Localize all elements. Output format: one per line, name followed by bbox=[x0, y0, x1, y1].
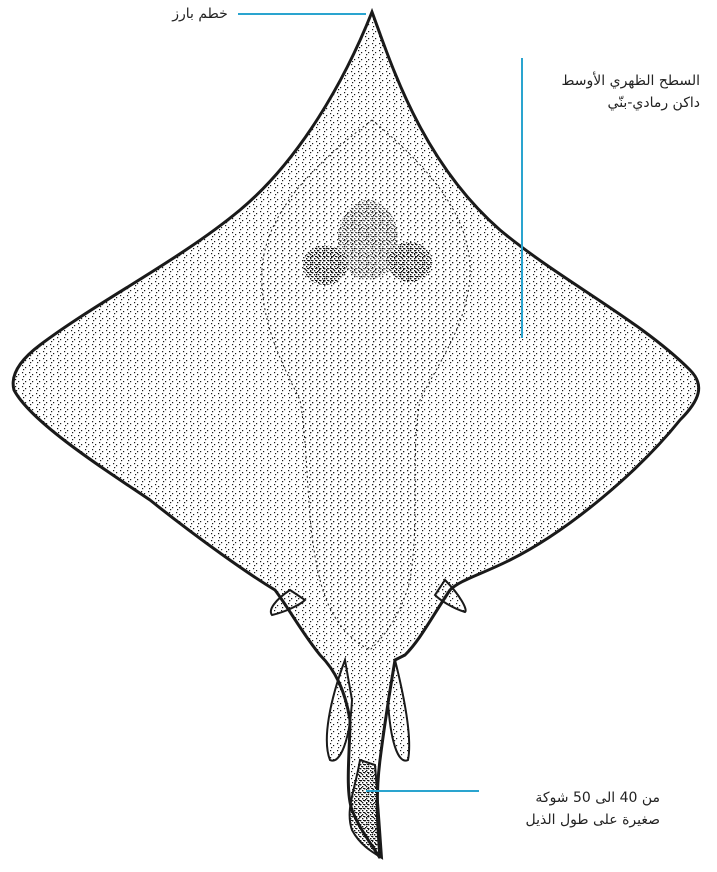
spines-label-line-2: صغيرة على طول الذيل bbox=[470, 809, 660, 831]
spines-label-line-1: من 40 الى 50 شوكة bbox=[470, 787, 660, 809]
center-head-marking bbox=[338, 200, 398, 280]
dorsal-label-line-1: السطح الظهري الأوسط bbox=[530, 70, 700, 92]
snout-leader-line bbox=[238, 13, 366, 15]
snout-label: خطم بارز bbox=[164, 3, 236, 25]
tail-spines-label: من 40 الى 50 شوكة صغيرة على طول الذيل bbox=[470, 787, 660, 831]
dorsal-surface-label: السطح الظهري الأوسط داكن رمادي-بنّي bbox=[530, 70, 700, 114]
dorsal-leader-line bbox=[521, 58, 523, 338]
spines-leader-line bbox=[366, 790, 479, 792]
dorsal-label-line-2: داكن رمادي-بنّي bbox=[530, 92, 700, 114]
